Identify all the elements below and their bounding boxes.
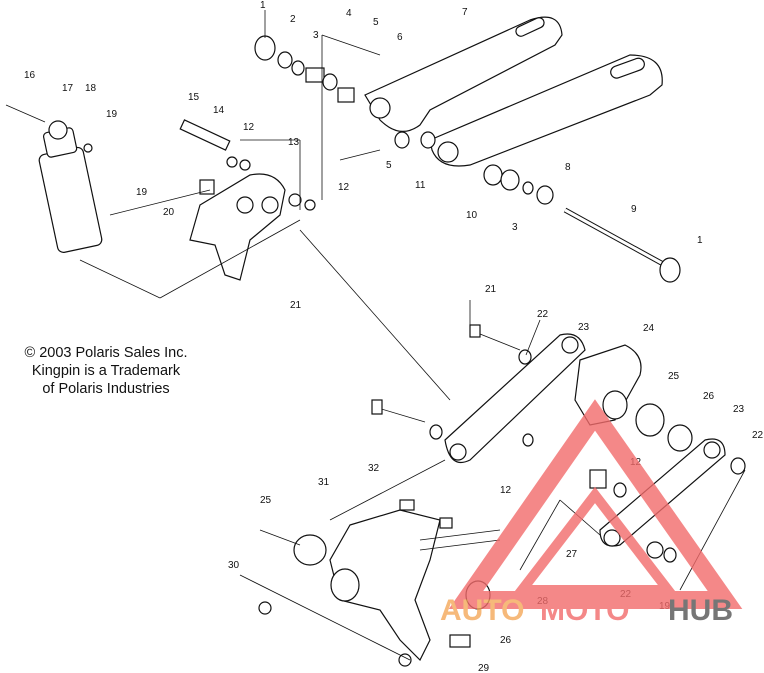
callout: 22 bbox=[752, 430, 764, 441]
callout: 12 bbox=[500, 485, 512, 496]
bolts-21 bbox=[371, 324, 532, 440]
watermark-brand-auto: AUTO bbox=[440, 594, 524, 627]
callout: 22 bbox=[537, 309, 549, 320]
callout: 11 bbox=[415, 180, 426, 191]
callout: 32 bbox=[368, 463, 380, 474]
callout: 1 bbox=[697, 235, 703, 246]
callout: 27 bbox=[566, 549, 578, 560]
swing-arm bbox=[364, 16, 663, 167]
callout: 21 bbox=[290, 300, 302, 311]
callout: 9 bbox=[631, 204, 637, 215]
trademark-owner-line: of Polaris Industries bbox=[42, 381, 170, 397]
callout: 5 bbox=[373, 17, 379, 28]
upper-shaft-parts bbox=[179, 119, 316, 211]
callout: 15 bbox=[188, 92, 200, 103]
upper-bracket bbox=[189, 173, 286, 281]
callout: 12 bbox=[243, 122, 255, 133]
lower-bracket bbox=[258, 433, 746, 667]
callout: 16 bbox=[24, 70, 36, 81]
callout: 19 bbox=[106, 109, 118, 120]
callout: 4 bbox=[346, 8, 352, 19]
callout: 21 bbox=[485, 284, 497, 295]
callout: 12 bbox=[338, 182, 350, 193]
callout: 25 bbox=[260, 495, 272, 506]
watermark-logo: AUTO MOTO HUB bbox=[440, 399, 743, 627]
callout: 31 bbox=[318, 477, 330, 488]
callout: 26 bbox=[703, 391, 715, 402]
trademark-line: Kingpin is a Trademark bbox=[31, 363, 181, 379]
callout: 14 bbox=[213, 105, 225, 116]
copyright-line: © 2003 Polaris Sales Inc. bbox=[24, 345, 188, 361]
callout: 19 bbox=[136, 187, 148, 198]
copyright-notice: © 2003 Polaris Sales Inc. Kingpin is a T… bbox=[6, 344, 206, 398]
shock-absorber bbox=[5, 104, 103, 253]
callout: 25 bbox=[668, 371, 680, 382]
callout: 20 bbox=[163, 207, 175, 218]
callout: 3 bbox=[512, 222, 518, 233]
callout: 17 bbox=[62, 83, 74, 94]
callout: 23 bbox=[733, 404, 745, 415]
watermark-brand-moto: MOTO bbox=[540, 594, 629, 627]
callout: 6 bbox=[397, 32, 403, 43]
callout: 13 bbox=[288, 137, 300, 148]
callout: 7 bbox=[462, 7, 468, 18]
callout: 18 bbox=[85, 83, 97, 94]
callout: 5 bbox=[386, 160, 392, 171]
callout: 8 bbox=[565, 162, 571, 173]
callout: 24 bbox=[643, 323, 655, 334]
lower-links bbox=[444, 333, 726, 547]
callout: 1 bbox=[260, 0, 266, 11]
callout: 23 bbox=[578, 322, 590, 333]
watermark-brand-hub: HUB bbox=[668, 594, 733, 627]
axle-bolt-assembly bbox=[483, 164, 681, 283]
leader-lines bbox=[79, 10, 746, 661]
callout: 29 bbox=[478, 663, 490, 673]
callout: 26 bbox=[500, 635, 512, 646]
callout: 2 bbox=[290, 14, 296, 25]
callout: 10 bbox=[466, 210, 478, 221]
hardware-row-top bbox=[254, 35, 436, 149]
callout: 30 bbox=[228, 560, 240, 571]
callout: 3 bbox=[313, 30, 319, 41]
